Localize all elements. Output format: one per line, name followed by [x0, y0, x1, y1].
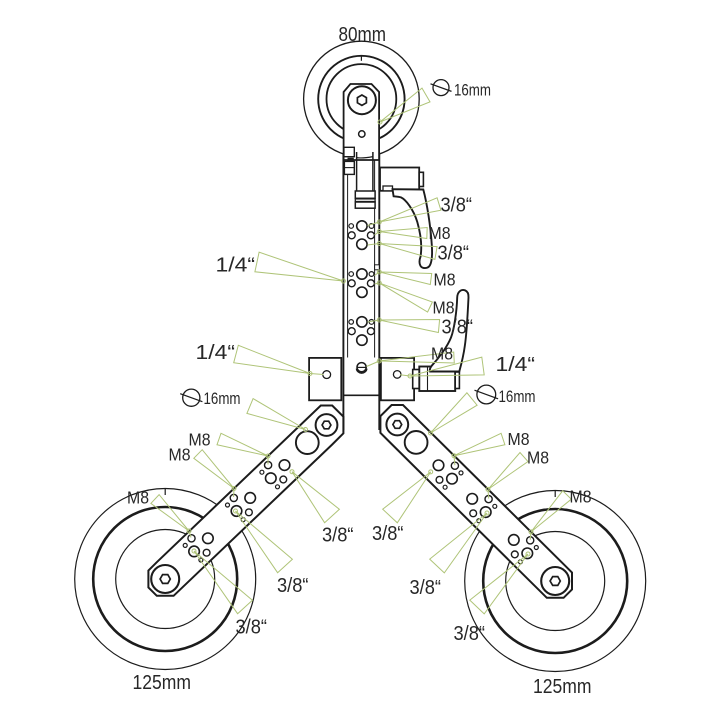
svg-text:3/8“: 3/8“: [438, 243, 470, 265]
svg-text:M8: M8: [127, 488, 149, 508]
svg-text:M8: M8: [189, 430, 211, 450]
svg-text:1/4“: 1/4“: [216, 255, 256, 277]
svg-text:M8: M8: [429, 223, 451, 243]
svg-text:1/4“: 1/4“: [496, 354, 536, 376]
svg-text:M8: M8: [169, 445, 191, 465]
svg-text:80mm: 80mm: [339, 23, 387, 46]
svg-text:1/4“: 1/4“: [196, 342, 236, 364]
svg-text:3/8“: 3/8“: [410, 577, 442, 599]
svg-text:3/8“: 3/8“: [277, 575, 309, 597]
svg-text:16mm: 16mm: [204, 390, 241, 408]
svg-text:3/8“: 3/8“: [236, 617, 268, 639]
svg-text:M8: M8: [433, 298, 455, 318]
svg-text:3/8“: 3/8“: [322, 525, 354, 547]
svg-text:3/8“: 3/8“: [454, 623, 486, 645]
svg-text:16mm: 16mm: [499, 388, 536, 406]
svg-text:3/8“: 3/8“: [442, 317, 474, 339]
svg-text:16mm: 16mm: [454, 81, 491, 100]
svg-text:3/8“: 3/8“: [441, 195, 473, 217]
svg-text:M8: M8: [570, 487, 592, 507]
svg-text:M8: M8: [508, 429, 530, 449]
svg-text:M8: M8: [434, 270, 456, 290]
svg-text:M8: M8: [527, 448, 549, 468]
svg-text:3/8“: 3/8“: [372, 523, 404, 545]
svg-text:M8: M8: [431, 344, 453, 364]
svg-text:125mm: 125mm: [133, 672, 192, 694]
svg-text:125mm: 125mm: [533, 676, 592, 698]
